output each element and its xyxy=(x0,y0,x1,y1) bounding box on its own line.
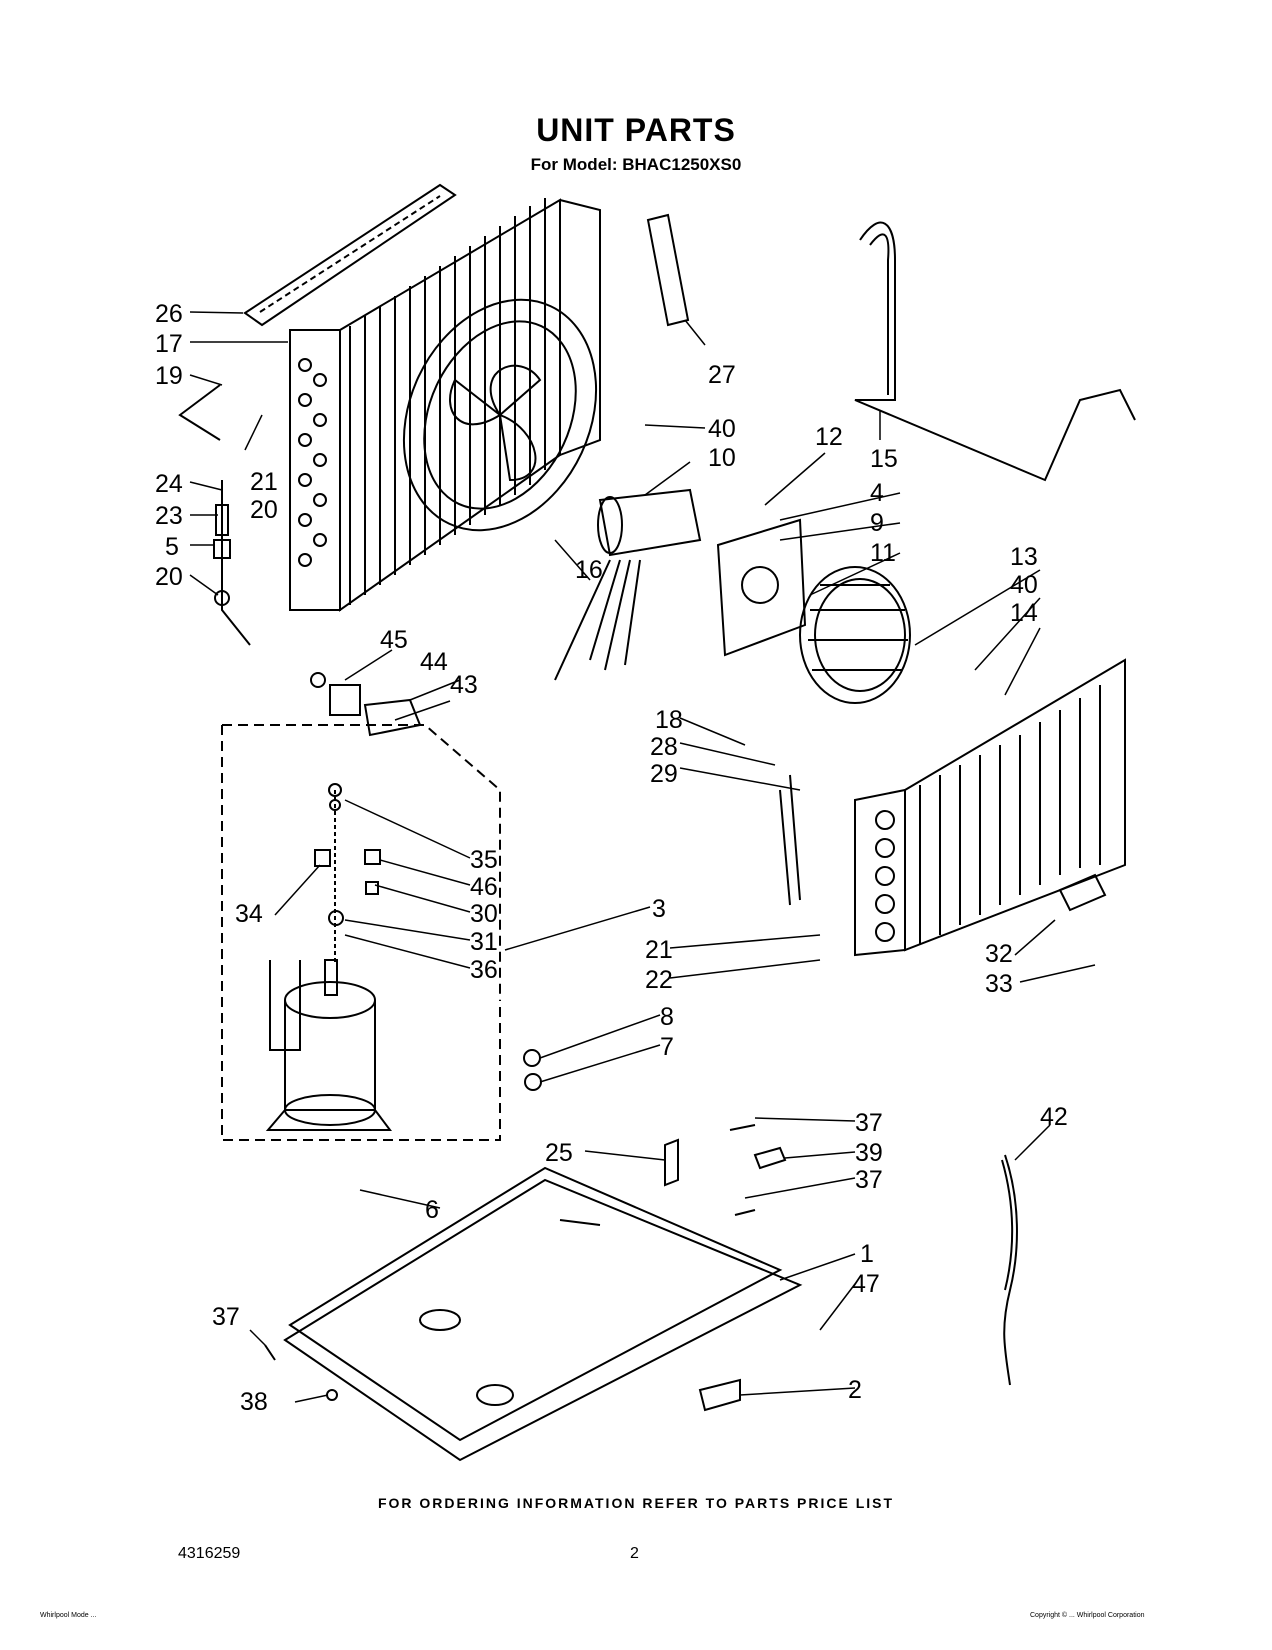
callout-28: 28 xyxy=(650,733,678,761)
base-pan xyxy=(283,1166,803,1462)
callout-38: 38 xyxy=(240,1388,268,1416)
callout-labels: 26 17 19 24 23 5 20 21 20 27 40 10 12 15… xyxy=(155,300,1068,1416)
callout-27: 27 xyxy=(708,361,736,389)
callout-31: 31 xyxy=(470,928,498,956)
callout-8: 8 xyxy=(660,1003,674,1031)
callout-37b: 37 xyxy=(855,1166,883,1194)
callout-37c: 37 xyxy=(212,1303,240,1331)
fan-shroud xyxy=(402,298,598,532)
callout-33: 33 xyxy=(985,970,1013,998)
callout-20a: 20 xyxy=(155,563,183,591)
callout-46: 46 xyxy=(470,873,498,901)
callout-45: 45 xyxy=(380,626,408,654)
callout-39: 39 xyxy=(855,1139,883,1167)
callout-14: 14 xyxy=(1010,599,1038,627)
callout-1: 1 xyxy=(860,1240,874,1268)
callout-36: 36 xyxy=(470,956,498,984)
callout-3: 3 xyxy=(652,895,666,923)
callout-21a: 21 xyxy=(250,468,278,496)
small-brackets xyxy=(264,873,1107,1401)
callout-42: 42 xyxy=(1040,1103,1068,1131)
fan-motor xyxy=(554,488,702,681)
left-tubing xyxy=(178,384,251,646)
callout-19: 19 xyxy=(155,362,183,390)
callout-29: 29 xyxy=(650,760,678,788)
callout-20b: 20 xyxy=(250,496,278,524)
callout-7: 7 xyxy=(660,1033,674,1061)
callout-23: 23 xyxy=(155,502,183,530)
callout-37a: 37 xyxy=(855,1109,883,1137)
callout-15: 15 xyxy=(870,445,898,473)
compressor-assembly-box xyxy=(221,724,501,1141)
leader-lines xyxy=(189,311,1096,1403)
compressor-fittings xyxy=(314,783,381,965)
page-title: UNIT PARTS xyxy=(536,112,736,148)
page-number: 2 xyxy=(630,1545,639,1562)
mounting-bracket-27 xyxy=(646,213,690,327)
air-filter-strip xyxy=(243,183,457,327)
callout-22: 22 xyxy=(645,966,673,994)
model-subtitle: For Model: BHAC1250XS0 xyxy=(530,155,742,174)
callout-35: 35 xyxy=(470,846,498,874)
motor-mount-bracket xyxy=(716,518,807,657)
callout-18: 18 xyxy=(655,706,683,734)
callout-2: 2 xyxy=(848,1376,862,1404)
callout-25: 25 xyxy=(545,1139,573,1167)
callout-47: 47 xyxy=(852,1270,880,1298)
callout-26: 26 xyxy=(155,300,183,328)
callout-10: 10 xyxy=(708,444,736,472)
copyright-note: Copyright © ... Whirlpool Corporation xyxy=(1030,1612,1145,1619)
callout-11: 11 xyxy=(870,539,896,567)
callout-24: 24 xyxy=(155,470,183,498)
callout-43: 43 xyxy=(450,671,478,699)
callout-32: 32 xyxy=(985,940,1013,968)
power-cord xyxy=(1001,1154,1018,1386)
grommets xyxy=(523,1049,542,1091)
callout-21b: 21 xyxy=(645,936,673,964)
ordering-note: FOR ORDERING INFORMATION REFER TO PARTS … xyxy=(377,1495,895,1511)
callout-16: 16 xyxy=(575,556,603,584)
callout-12: 12 xyxy=(815,423,843,451)
callout-40a: 40 xyxy=(708,415,736,443)
blower-wheel xyxy=(799,566,911,704)
callout-44: 44 xyxy=(420,648,448,676)
condenser-coil xyxy=(289,198,601,612)
callout-17: 17 xyxy=(155,330,183,358)
small-print-left: Whirlpool Mode ... xyxy=(40,1612,97,1619)
capillary-tube xyxy=(854,221,1136,482)
bracket-2 xyxy=(698,1378,741,1412)
callout-9: 9 xyxy=(870,509,884,537)
callout-4: 4 xyxy=(870,479,884,507)
callout-34: 34 xyxy=(235,900,263,928)
callout-5: 5 xyxy=(165,533,179,561)
evaporator-coil xyxy=(779,658,1126,957)
document-number: 4316259 xyxy=(178,1545,241,1562)
callout-6: 6 xyxy=(425,1196,439,1224)
callout-13: 13 xyxy=(1010,543,1038,571)
callout-40b: 40 xyxy=(1010,571,1038,599)
compressor xyxy=(265,959,392,1131)
callout-30: 30 xyxy=(470,900,498,928)
